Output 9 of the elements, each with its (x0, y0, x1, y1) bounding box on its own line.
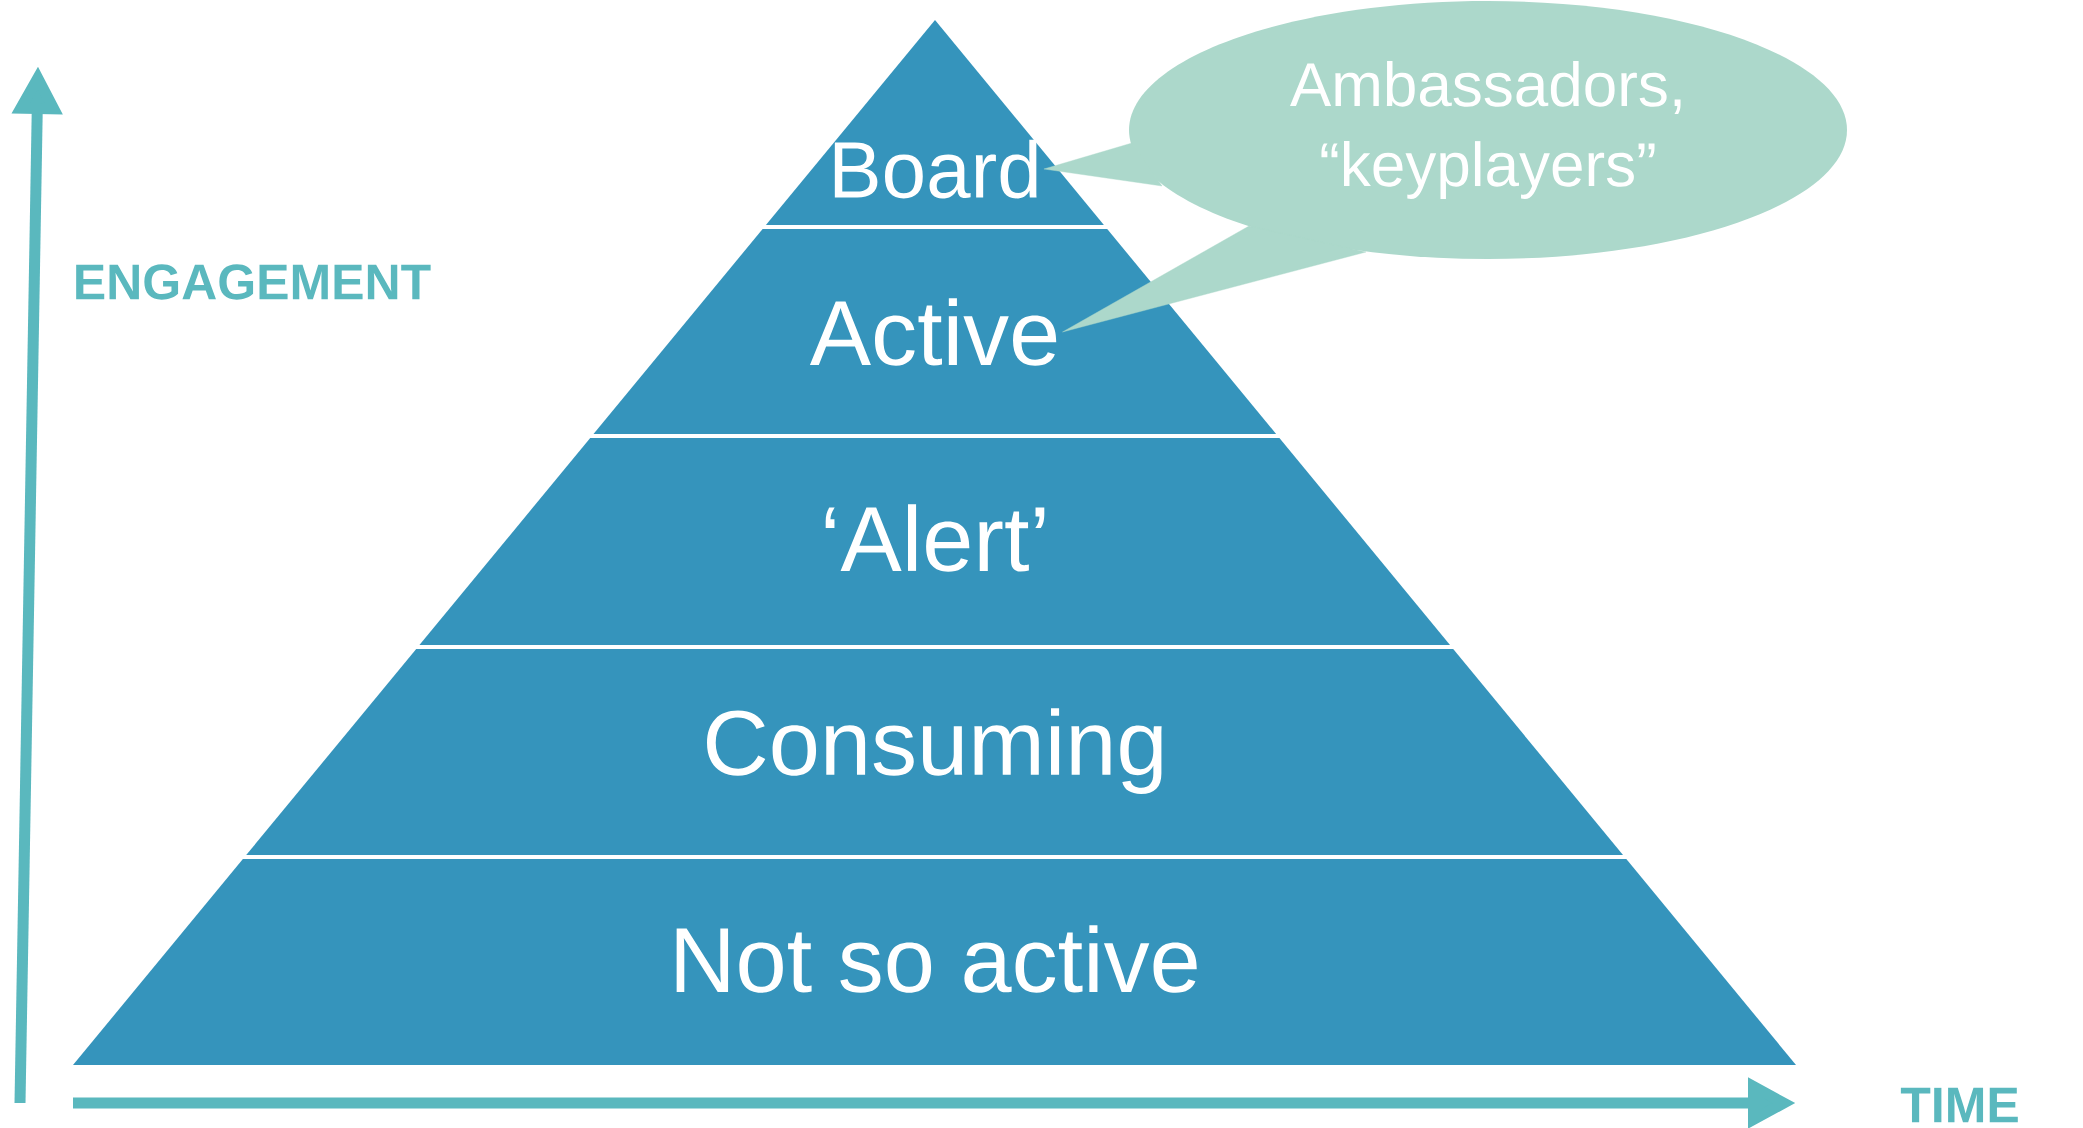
pyramid-band: ‘Alert’ (419, 438, 1450, 645)
callout-pointer (1043, 142, 1163, 187)
axis-label: TIME (1900, 1087, 2018, 1123)
pyramid-band: Active (593, 229, 1277, 434)
axis-label: ENGAGEMENT (76, 264, 431, 300)
pyramid-band: Board (765, 20, 1104, 225)
pyramid-band: Consuming (246, 649, 1623, 855)
callout-pointer (1062, 225, 1367, 333)
pyramid-band: Not so active (73, 859, 1796, 1065)
